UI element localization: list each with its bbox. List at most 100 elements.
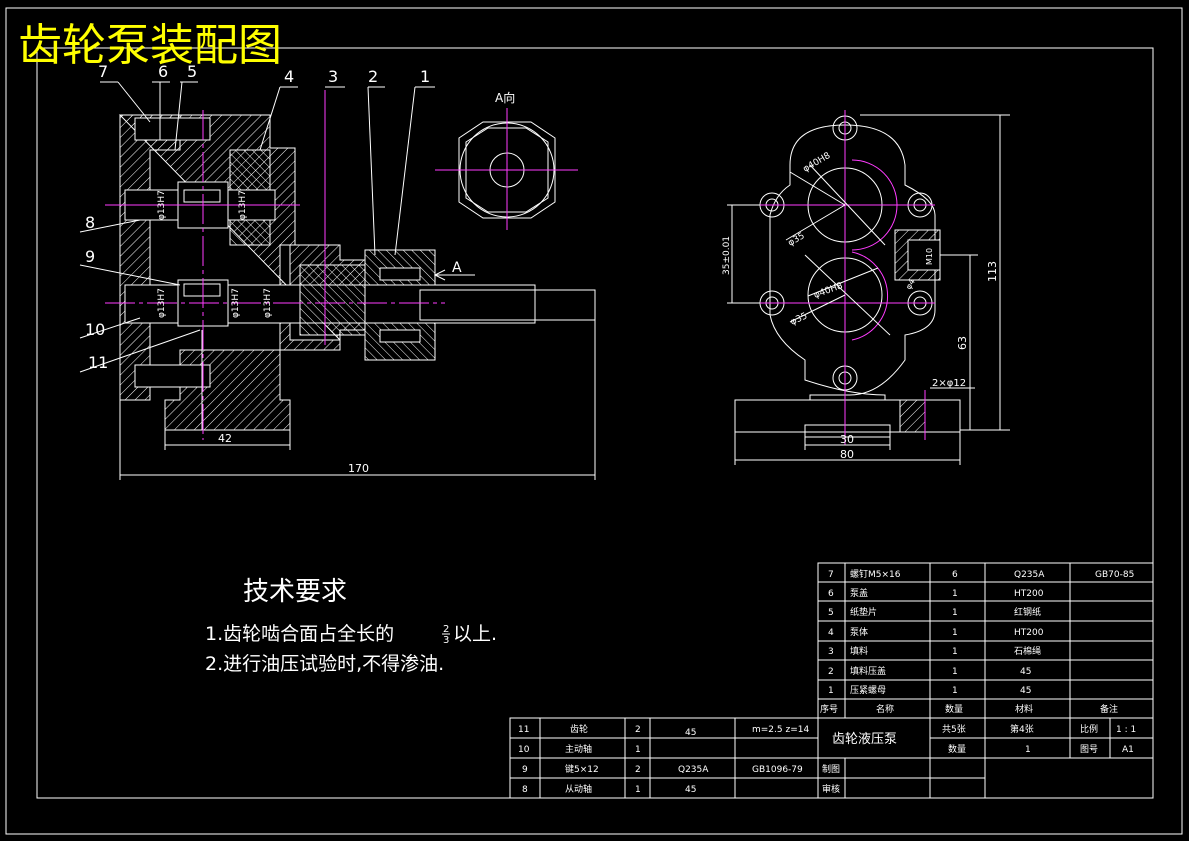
dim-holes: 2×φ12 bbox=[932, 378, 966, 389]
part-5-name: 纸垫片 bbox=[850, 606, 877, 618]
leader-numbers: 1 2 3 4 5 6 7 8 9 10 11 bbox=[79, 62, 435, 373]
dim-80: 80 bbox=[840, 448, 854, 461]
part-5-qty: 1 bbox=[952, 608, 958, 618]
header-name: 名称 bbox=[876, 703, 894, 715]
requirement-1-suffix: 以上. bbox=[453, 623, 497, 645]
part-4-qty: 1 bbox=[952, 628, 958, 638]
part-8-no: 8 bbox=[522, 785, 528, 795]
dim-fit-4: φ13H7 bbox=[231, 288, 241, 318]
main-section-view: 42 170 φ13H7 φ13H7 φ13H7 φ13H7 φ13H7 A bbox=[105, 90, 596, 480]
part-2-qty: 1 bbox=[952, 667, 958, 677]
leader-4: 4 bbox=[284, 67, 294, 86]
part-10-name: 主动轴 bbox=[565, 743, 592, 755]
dim-phi35a: φ35 bbox=[787, 231, 807, 248]
part-3-material: 石棉绳 bbox=[1014, 645, 1041, 657]
requirement-2-text: 2.进行油压试验时,不得渗油. bbox=[205, 653, 444, 675]
part-1-no: 1 bbox=[828, 686, 834, 696]
title-block-scale-label: 比例 bbox=[1080, 723, 1098, 735]
part-1-name: 压紧螺母 bbox=[850, 685, 886, 696]
leader-5: 5 bbox=[187, 62, 197, 81]
header-no: 序号 bbox=[820, 703, 838, 715]
dim-170: 170 bbox=[348, 462, 369, 475]
part-11-no: 11 bbox=[518, 725, 529, 735]
part-7-name: 螺钉M5×16 bbox=[850, 569, 901, 580]
leader-10: 10 bbox=[85, 320, 105, 339]
dim-fit-1: φ13H7 bbox=[157, 190, 167, 220]
part-6-no: 6 bbox=[828, 589, 834, 599]
title-block-drawing-no: A1 bbox=[1122, 745, 1134, 755]
requirement-1-denominator: 3 bbox=[443, 635, 449, 646]
part-4-name: 泵体 bbox=[850, 626, 868, 638]
title-block-drawing-label: 图号 bbox=[1080, 744, 1098, 755]
part-8-qty: 1 bbox=[635, 785, 641, 795]
part-3-no: 3 bbox=[828, 647, 834, 657]
view-a: A向 bbox=[435, 90, 578, 230]
side-view: 113 63 35±0.01 30 80 2×φ12 φ40H8 φ40H8 φ… bbox=[722, 110, 1010, 465]
part-10-no: 10 bbox=[518, 745, 530, 755]
part-6-material: HT200 bbox=[1014, 589, 1044, 599]
leader-9: 9 bbox=[85, 247, 95, 266]
part-6-name: 泵盖 bbox=[850, 587, 868, 599]
drawing-title: 齿轮泵装配图 bbox=[18, 20, 282, 71]
requirement-1-text: 1.齿轮啮合面占全长的 bbox=[205, 623, 394, 645]
part-7-qty: 6 bbox=[952, 570, 958, 580]
view-a-label: A向 bbox=[495, 90, 515, 105]
title-block-scale: 1 : 1 bbox=[1116, 725, 1136, 735]
header-note: 备注 bbox=[1100, 703, 1118, 715]
title-block-qty: 1 bbox=[1025, 745, 1031, 755]
part-4-no: 4 bbox=[828, 628, 834, 638]
dim-35: 35±0.01 bbox=[722, 236, 732, 275]
leader-2: 2 bbox=[368, 67, 378, 86]
part-3-qty: 1 bbox=[952, 647, 958, 657]
section-arrow-label: A bbox=[452, 260, 462, 276]
part-3-name: 填料 bbox=[850, 645, 868, 657]
dim-phi4: φ4 bbox=[904, 278, 917, 291]
parts-list-lower: 11 齿轮 2 45 m=2.5 z=14 10 主动轴 1 9 键5×12 2… bbox=[509, 717, 819, 799]
part-4-material: HT200 bbox=[1014, 628, 1044, 638]
part-7-material: Q235A bbox=[1014, 570, 1045, 580]
technical-requirements: 技术要求 1.齿轮啮合面占全长的 2 3 以上. 2.进行油压试验时,不得渗油. bbox=[205, 577, 497, 675]
title-block-sheet: 第4张 bbox=[1010, 723, 1034, 735]
dim-113: 113 bbox=[986, 261, 999, 282]
part-1-qty: 1 bbox=[952, 686, 958, 696]
leader-3: 3 bbox=[328, 67, 338, 86]
part-11-material: 45 bbox=[685, 728, 696, 738]
requirements-title: 技术要求 bbox=[243, 577, 347, 607]
part-1-material: 45 bbox=[1020, 686, 1031, 696]
dim-fit-3: φ13H7 bbox=[157, 288, 167, 318]
dim-63: 63 bbox=[956, 336, 969, 350]
leader-6: 6 bbox=[158, 62, 168, 81]
title-block: 齿轮液压泵 共5张 第4张 比例 1 : 1 数量 1 图号 A1 制图 审核 bbox=[817, 717, 1154, 799]
header-material: 材料 bbox=[1015, 703, 1033, 715]
title-block-checked: 审核 bbox=[822, 783, 840, 795]
part-10-qty: 1 bbox=[635, 745, 641, 755]
part-8-material: 45 bbox=[685, 785, 696, 795]
part-11-name: 齿轮 bbox=[570, 723, 588, 735]
leader-8: 8 bbox=[85, 213, 95, 232]
dim-30: 30 bbox=[840, 433, 854, 446]
dim-fit-5: φ13H7 bbox=[263, 288, 273, 318]
part-9-qty: 2 bbox=[635, 765, 641, 775]
part-9-material: Q235A bbox=[678, 765, 709, 775]
dim-phi40a: φ40H8 bbox=[802, 151, 833, 175]
leader-11: 11 bbox=[88, 353, 108, 372]
part-9-note: GB1096-79 bbox=[752, 765, 803, 775]
part-9-no: 9 bbox=[522, 765, 528, 775]
parts-list-upper: 7 螺钉M5×16 6 Q235A GB70-85 6 泵盖 1 HT200 5… bbox=[817, 562, 1154, 719]
part-2-name: 填料压盖 bbox=[850, 665, 886, 677]
leader-1: 1 bbox=[420, 67, 430, 86]
leader-7: 7 bbox=[98, 62, 108, 81]
part-8-name: 从动轴 bbox=[565, 783, 592, 795]
dim-42: 42 bbox=[218, 432, 232, 445]
part-7-note: GB70-85 bbox=[1095, 570, 1134, 580]
part-6-qty: 1 bbox=[952, 589, 958, 599]
dim-m10: M10 bbox=[925, 248, 934, 265]
part-2-no: 2 bbox=[828, 667, 834, 677]
part-2-material: 45 bbox=[1020, 667, 1031, 677]
part-11-qty: 2 bbox=[635, 725, 641, 735]
header-qty: 数量 bbox=[945, 703, 963, 715]
part-9-name: 键5×12 bbox=[565, 763, 599, 775]
part-11-note: m=2.5 z=14 bbox=[752, 725, 809, 735]
title-block-drawn: 制图 bbox=[822, 763, 840, 775]
